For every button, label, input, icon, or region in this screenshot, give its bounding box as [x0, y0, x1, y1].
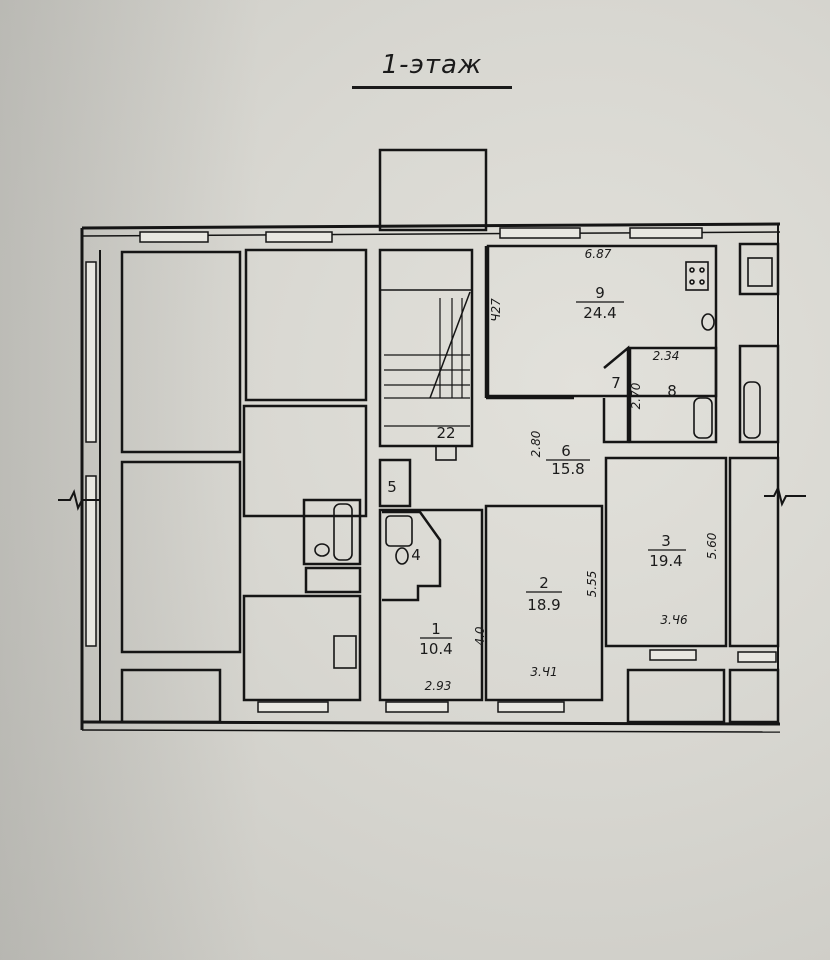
room-1-outline	[378, 508, 484, 702]
room-6-number: 6	[561, 442, 571, 460]
room-3-outline	[604, 456, 728, 648]
dim-270: 2.70	[629, 382, 643, 409]
dim-234: 2.34	[653, 349, 680, 363]
room-8-outline	[628, 346, 718, 444]
room-22-number: 22	[436, 424, 455, 442]
room-1-area: 10.4	[419, 640, 452, 658]
room-3-number: 3	[661, 532, 671, 550]
room-5-number: 5	[387, 478, 397, 496]
left-room-bottom	[120, 460, 242, 654]
room-4-outline	[382, 510, 442, 602]
room-9-number: 9	[595, 284, 605, 302]
entrance-vestibule	[378, 148, 488, 232]
room-2-area: 18.9	[527, 596, 560, 614]
dim-40: 4.0	[473, 626, 487, 645]
room-8-number: 8	[667, 382, 677, 400]
room-1-number: 1	[431, 620, 441, 638]
staircase	[378, 248, 474, 448]
bathtub-icon	[693, 397, 713, 439]
dim-293: 2.93	[425, 679, 452, 693]
stove-icon	[685, 261, 709, 291]
room-9-area: 24.4	[583, 304, 616, 322]
dim-555: 5.55	[585, 571, 599, 598]
paper-shadow	[0, 0, 260, 960]
room-5-outline	[378, 458, 412, 508]
room-6-area: 15.8	[551, 460, 584, 478]
room-9-outline	[486, 244, 718, 398]
room-3-area: 19.4	[649, 552, 682, 570]
left-bathroom	[302, 498, 362, 566]
dim-560: 5.60	[705, 532, 719, 559]
left-kitchen	[242, 594, 362, 702]
title-underline	[352, 86, 512, 89]
left-room-top	[120, 250, 242, 454]
dim-687: 6.87	[585, 247, 612, 261]
dim-427: Ч27	[489, 298, 503, 322]
dim-346: 3.Ч6	[660, 613, 688, 627]
room-2-outline	[484, 504, 604, 702]
dim-341: 3.Ч1	[530, 665, 557, 679]
floor-title: 1-этаж	[381, 50, 483, 80]
room-2-number: 2	[539, 574, 549, 592]
dim-280: 2.80	[529, 430, 543, 457]
room-4-number: 4	[411, 546, 421, 564]
room-7-number: 7	[611, 374, 621, 392]
left-stove-icon	[333, 635, 357, 669]
